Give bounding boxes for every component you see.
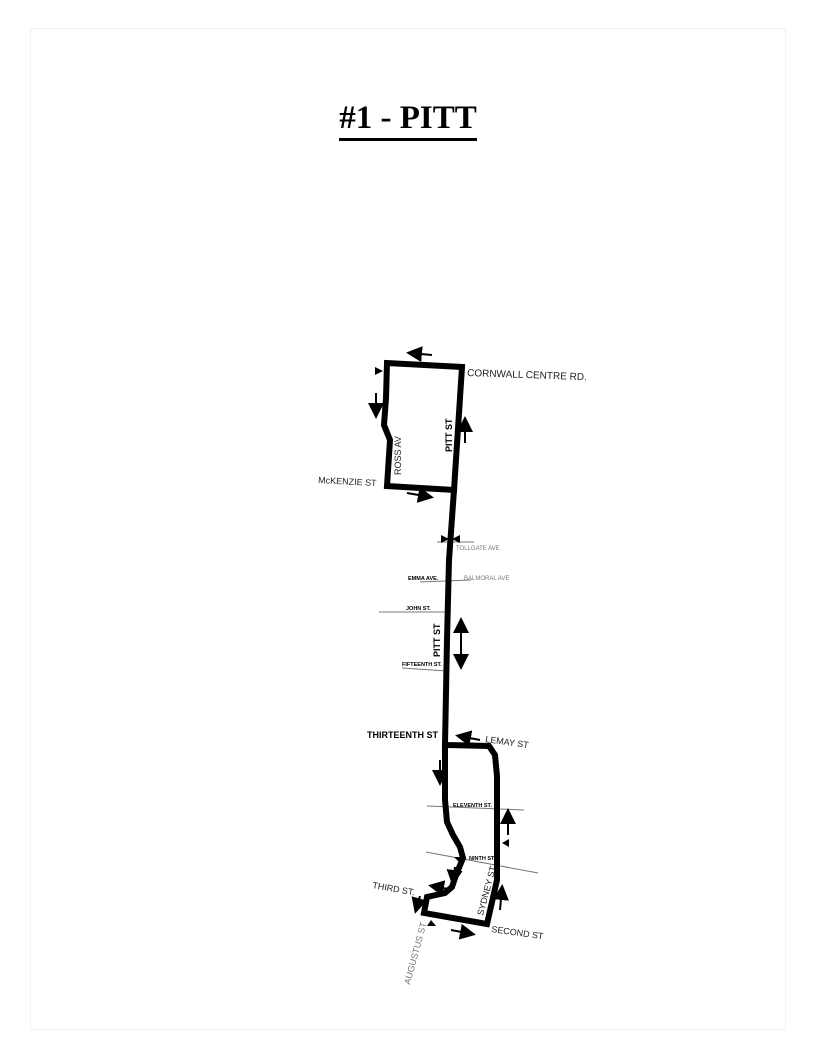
label-pitt-st-upper: PITT ST bbox=[444, 418, 454, 452]
page-frame bbox=[30, 28, 786, 1030]
label-emma-ave: EMMA AVE. bbox=[408, 576, 439, 582]
ninth-st-line bbox=[425, 851, 539, 874]
direction-arrows bbox=[368, 346, 516, 940]
label-john-st: JOHN ST. bbox=[406, 606, 431, 612]
label-augustus-st: AUGUSTUS ST bbox=[402, 921, 428, 986]
route-title-text: #1 - PITT bbox=[339, 100, 477, 141]
route-title: #1 - PITT bbox=[0, 100, 816, 141]
label-ross-av: ROSS AV bbox=[393, 436, 403, 475]
timepoint-second-st bbox=[427, 920, 436, 926]
label-balmoral-ave: BALMORAL AVE bbox=[464, 576, 509, 582]
arrow-mckenzie-eastbound bbox=[406, 487, 434, 503]
label-eleventh-st: ELEVENTH ST. bbox=[453, 803, 492, 809]
arrow-lemay-westbound bbox=[455, 730, 481, 747]
timepoint-ninth bbox=[454, 857, 461, 862]
label-ninth-st: NINTH ST. bbox=[469, 856, 496, 862]
timepoint-tollgate-2 bbox=[452, 535, 460, 543]
timepoint-tollgate bbox=[441, 535, 449, 543]
arrow-second-eastbound bbox=[450, 923, 476, 940]
timepoint-sydney-ninth bbox=[502, 839, 509, 847]
fifteenth-st-line bbox=[401, 667, 448, 672]
label-cornwall-centre-rd: CORNWALL CENTRE RD. bbox=[467, 368, 587, 383]
label-mckenzie-st: McKENZIE ST bbox=[318, 475, 377, 488]
label-tollgate-ave: TOLLGATE AVE bbox=[456, 546, 500, 552]
arrow-cornwall-westbound bbox=[406, 346, 433, 363]
arrow-third-westbound bbox=[428, 880, 449, 897]
label-thirteenth-st: THIRTEENTH ST bbox=[367, 730, 439, 740]
arrow-augustus-southbound bbox=[411, 895, 427, 914]
cross-streets bbox=[379, 541, 539, 874]
timing-points bbox=[375, 367, 509, 926]
label-pitt-st-lower: PITT ST bbox=[432, 623, 442, 657]
route-pitt-trunk bbox=[441, 486, 458, 749]
label-fifteenth-st: FIFTEENTH ST. bbox=[402, 662, 442, 668]
label-third-st: THIRD ST. bbox=[372, 880, 416, 897]
arrow-sydney-lower-northbound bbox=[492, 884, 509, 911]
arrow-ninth-southbound bbox=[446, 866, 463, 886]
timepoint-ross-north bbox=[375, 367, 383, 375]
label-second-st: SECOND ST bbox=[491, 924, 545, 941]
route-upper-loop bbox=[380, 359, 466, 494]
